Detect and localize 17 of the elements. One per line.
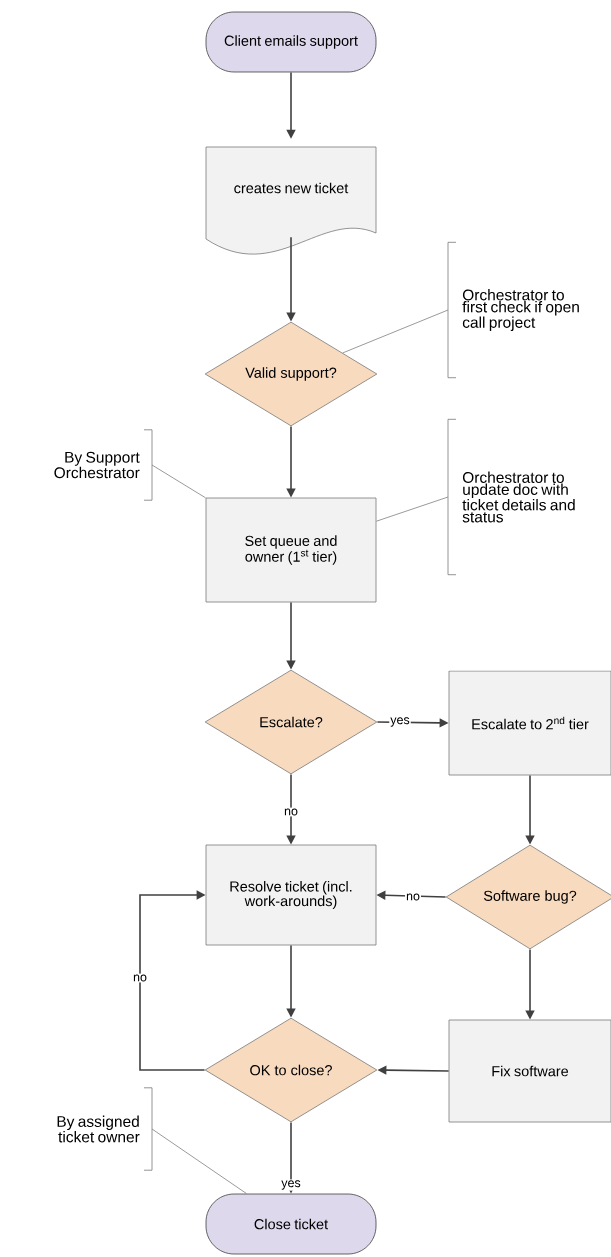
leader-line	[151, 1128, 247, 1194]
process-box: Set queue and owner (1$^{st}$ tier)	[205, 497, 377, 603]
edge-label: no	[405, 892, 421, 902]
edge-label: no	[132, 973, 148, 983]
leader-line	[342, 309, 449, 354]
annotation-note: By Support Orchestrator	[54, 429, 153, 501]
leader-line	[151, 464, 206, 499]
process-box: Resolve ticket (incl. work-arounds)	[205, 844, 377, 946]
leader-line	[376, 496, 449, 522]
annotation-note: Orchestrator to first check if open call project	[447, 241, 579, 379]
process-box: Fix software	[448, 1019, 611, 1123]
edge-label: no	[283, 807, 299, 817]
edge-label: yes	[389, 716, 411, 728]
arrow	[139, 890, 206, 1071]
annotation-note: Orchestrator to update doc with ticket details and status	[447, 418, 575, 576]
process-box: Escalate to 2$^{nd}$ tier	[448, 670, 611, 776]
annotation-note: By assigned ticket owner	[57, 1087, 153, 1171]
